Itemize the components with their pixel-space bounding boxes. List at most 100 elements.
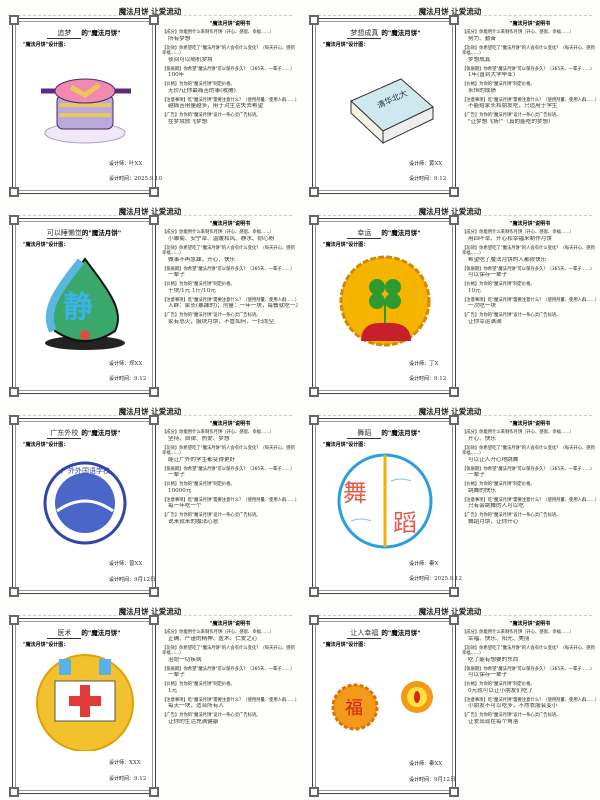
handwritten-answer: 说来就来的魔法心意 xyxy=(168,518,219,525)
question-label: 【广告】为你的"魔法月饼"设计一条心灵广告标语。 xyxy=(162,113,261,118)
manual-section: "魔法月饼"说明书 【成分】你能用什么来制作月饼（开心、感恩、幸福……） 用四叶… xyxy=(462,220,599,326)
handwritten-answer: 家有怒火，服块月饼，不管如何，一扫而空 xyxy=(168,318,275,325)
question-label: 【广告】为你的"魔法月饼"设计一条心灵广告标语。 xyxy=(462,513,561,518)
designer-row: 设计师：曾XX xyxy=(109,559,142,567)
question-label: 【价格】为你的"魔法月饼"制定价格。 xyxy=(162,482,235,487)
worksheet-card: 魔法月饼 让爱流动 追梦的"魔法月饼" "魔法月饼"设计图： 设计师：叶XX 设… xyxy=(0,0,300,200)
corner-ornament-icon xyxy=(449,15,459,25)
worksheet-card: 魔法月饼 让爱流动 梦想成真的"魔法月饼" "魔法月饼"设计图： 清华北大 设计… xyxy=(300,0,600,200)
manual-section: "魔法月饼"说明书 【成分】你能用什么来制作月饼（开心、感恩、幸福……） 努力、… xyxy=(462,20,599,126)
worksheet-card: 魔法月饼 让爱流动 广东外校的"魔法月饼" "魔法月饼"设计图： 广外外国语学校… xyxy=(0,400,300,600)
manual-section: "魔法月饼"说明书 【成分】你能用什么来制作月饼（开心、感恩、幸福……） 开心、… xyxy=(462,420,600,526)
date-row: 设计时间：9.12 xyxy=(409,175,446,182)
date-label: 设计时间： xyxy=(409,376,435,382)
handwritten-answer: 用四叶草、开心和幸福来制作月饼 xyxy=(468,235,552,242)
designer-label: 设计师： xyxy=(109,561,130,567)
manual-section: "魔法月饼"说明书 【成分】你能用什么来制作月饼（开心、感恩、幸福……） 坚持、… xyxy=(162,420,299,526)
dance-circle-drawing: 舞蹈 xyxy=(337,453,433,549)
corner-ornament-icon xyxy=(309,15,319,25)
handwritten-answer: 治愈一切疾病 xyxy=(168,656,202,663)
handwritten-answer: 可以让人开心地跳舞 xyxy=(468,456,519,463)
question-label: 【注意事项】吃"魔法月饼"需要注意什么？（使用剂量、使用人群……） xyxy=(162,697,300,703)
handwritten-answer: 小朋友不可以吃多，不然衣服会变小 xyxy=(468,703,558,709)
corner-ornament-icon xyxy=(449,587,459,597)
svg-text:广外外国语学校: 广外外国语学校 xyxy=(61,466,110,475)
manual-title: "魔法月饼"说明书 xyxy=(509,21,551,27)
handwritten-answer: 吃了能有想要的东西 xyxy=(468,656,519,663)
question-label: 【注意事项】吃"魔法月饼"需要注意什么？（使用剂量、使用人群……） xyxy=(462,497,600,503)
design-frame: 广东外校的"魔法月饼" "魔法月饼"设计图： 广外外国语学校 设计师：曾XX 设… xyxy=(9,415,159,597)
design-frame: 医术的"魔法月饼" "魔法月饼"设计图： 设计师：XXX 设计时间：9.12 xyxy=(9,615,159,797)
handwritten-answer: 小雏菊、安宁草、温暖和风、静水、耐心粉 xyxy=(168,235,275,242)
question-label: 【广告】为你的"魔法月饼"设计一条心灵广告标语。 xyxy=(162,313,261,318)
handwritten-answer: 坚持、自律、热爱、梦想 xyxy=(168,435,230,442)
date-label: 设计时间： xyxy=(109,577,135,583)
design-date: 9.12 xyxy=(434,376,447,382)
date-row: 设计时间：9月12日 xyxy=(409,775,456,783)
corner-ornament-icon xyxy=(9,415,19,425)
designer-name: 郑XX xyxy=(129,361,143,367)
corner-ornament-icon xyxy=(9,187,19,197)
handwritten-answer: 可以保存一辈子 xyxy=(468,272,508,278)
handwritten-answer: 正确、严谨的精神、医术、仁爱之心 xyxy=(168,635,258,642)
mooncake-name: 幸运 xyxy=(347,228,382,239)
manual-title: "魔法月饼"说明书 xyxy=(509,621,551,627)
corner-ornament-icon xyxy=(9,615,19,625)
date-label: 设计时间： xyxy=(109,376,135,382)
handwritten-answer: 可以保存一辈子 xyxy=(468,672,508,678)
design-label: "魔法月饼"设计图： xyxy=(23,242,69,248)
question-label: 【保质期】你希望"魔法月饼"可以保存多久？（365天、一辈子……） xyxy=(162,666,295,672)
designer-label: 设计师： xyxy=(109,760,130,766)
mooncake-title: 让人幸福的"魔法月饼" xyxy=(313,627,455,639)
handwritten-answer: 开心、快乐 xyxy=(468,435,496,442)
handwritten-answer: 1元 xyxy=(168,687,178,694)
corner-ornament-icon xyxy=(309,187,319,197)
designer-name: 曾XX xyxy=(129,561,143,567)
handwritten-answer: 一辈子 xyxy=(168,272,185,278)
corner-ornament-icon xyxy=(309,415,319,425)
designer-row: 设计师：郑XX xyxy=(109,359,142,367)
date-row: 设计时间：9月12日 xyxy=(109,575,156,583)
handwritten-answer: "让梦想飞扬!"（真的能吃的梦想） xyxy=(468,118,554,125)
design-label: "魔法月饼"设计图： xyxy=(323,242,369,248)
question-label: 【成分】你能用什么来制作月饼（开心、感恩、幸福……） xyxy=(162,630,274,635)
design-date: 9.12 xyxy=(134,776,147,782)
question-label: 【广告】为你的"魔法月饼"设计一条心灵广告标语。 xyxy=(462,313,561,318)
designer-name: XXX xyxy=(129,760,141,766)
corner-ornament-icon xyxy=(449,387,459,397)
mooncake-title: 幸运的"魔法月饼" xyxy=(313,227,455,239)
corner-ornament-icon xyxy=(9,215,19,225)
corner-ornament-icon xyxy=(9,787,19,797)
corner-ornament-icon xyxy=(149,15,159,25)
svg-text:蹈: 蹈 xyxy=(393,509,417,537)
corner-ornament-icon xyxy=(309,215,319,225)
worksheet-header: 魔法月饼 让爱流动 xyxy=(118,207,182,216)
designer-label: 设计师： xyxy=(409,561,430,567)
svg-text:舞: 舞 xyxy=(343,479,367,507)
design-label: "魔法月饼"设计图： xyxy=(323,442,369,448)
date-row: 设计时间：2025.9.10 xyxy=(109,175,162,182)
question-label: 【价格】为你的"魔法月饼"制定价格。 xyxy=(462,482,535,487)
worksheet-card: 魔法月饼 让爱流动 幸运的"魔法月饼" "魔法月饼"设计图： 设计师：丁X 设计… xyxy=(300,200,600,400)
mooncake-name: 可以睡懒觉 xyxy=(46,229,82,239)
title-suffix: 的"魔法月饼" xyxy=(381,429,421,437)
manual-title: "魔法月饼"说明书 xyxy=(209,221,251,227)
design-label: "魔法月饼"设计图： xyxy=(23,642,69,648)
handwritten-answer: 舞蹈月饼，让你开心 xyxy=(468,518,519,525)
worksheet-header: 魔法月饼 让爱流动 xyxy=(418,607,482,616)
worksheet-card: 魔法月饼 让爱流动 可以睡懒觉的"魔法月饼" "魔法月饼"设计图： 静 设计师：… xyxy=(0,200,300,400)
medical-cake-drawing xyxy=(36,654,134,751)
question-label: 【成分】你能用什么来制作月饼（开心、感恩、幸福……） xyxy=(462,430,574,435)
date-row: 设计时间：2025.9.12 xyxy=(409,575,462,582)
design-label: "魔法月饼"设计图： xyxy=(323,642,369,648)
worksheet-card: 魔法月饼 让爱流动 舞蹈的"魔法月饼" "魔法月饼"设计图： 舞蹈 设计师：秦X… xyxy=(300,400,600,600)
school-logo-drawing: 广外外国语学校 xyxy=(43,461,127,545)
designer-label: 设计师： xyxy=(409,761,430,767)
handwritten-answer: 梦想成真 xyxy=(468,56,491,63)
corner-ornament-icon xyxy=(449,787,459,797)
corner-ornament-icon xyxy=(149,787,159,797)
mooncake-title: 梦想成真的"魔法月饼" xyxy=(313,27,455,39)
handwritten-answer: 每一年吃一个 xyxy=(168,503,202,509)
worksheet-card: 魔法月饼 让爱流动 医术的"魔法月饼" "魔法月饼"设计图： 设计师：XXX 设… xyxy=(0,600,300,800)
